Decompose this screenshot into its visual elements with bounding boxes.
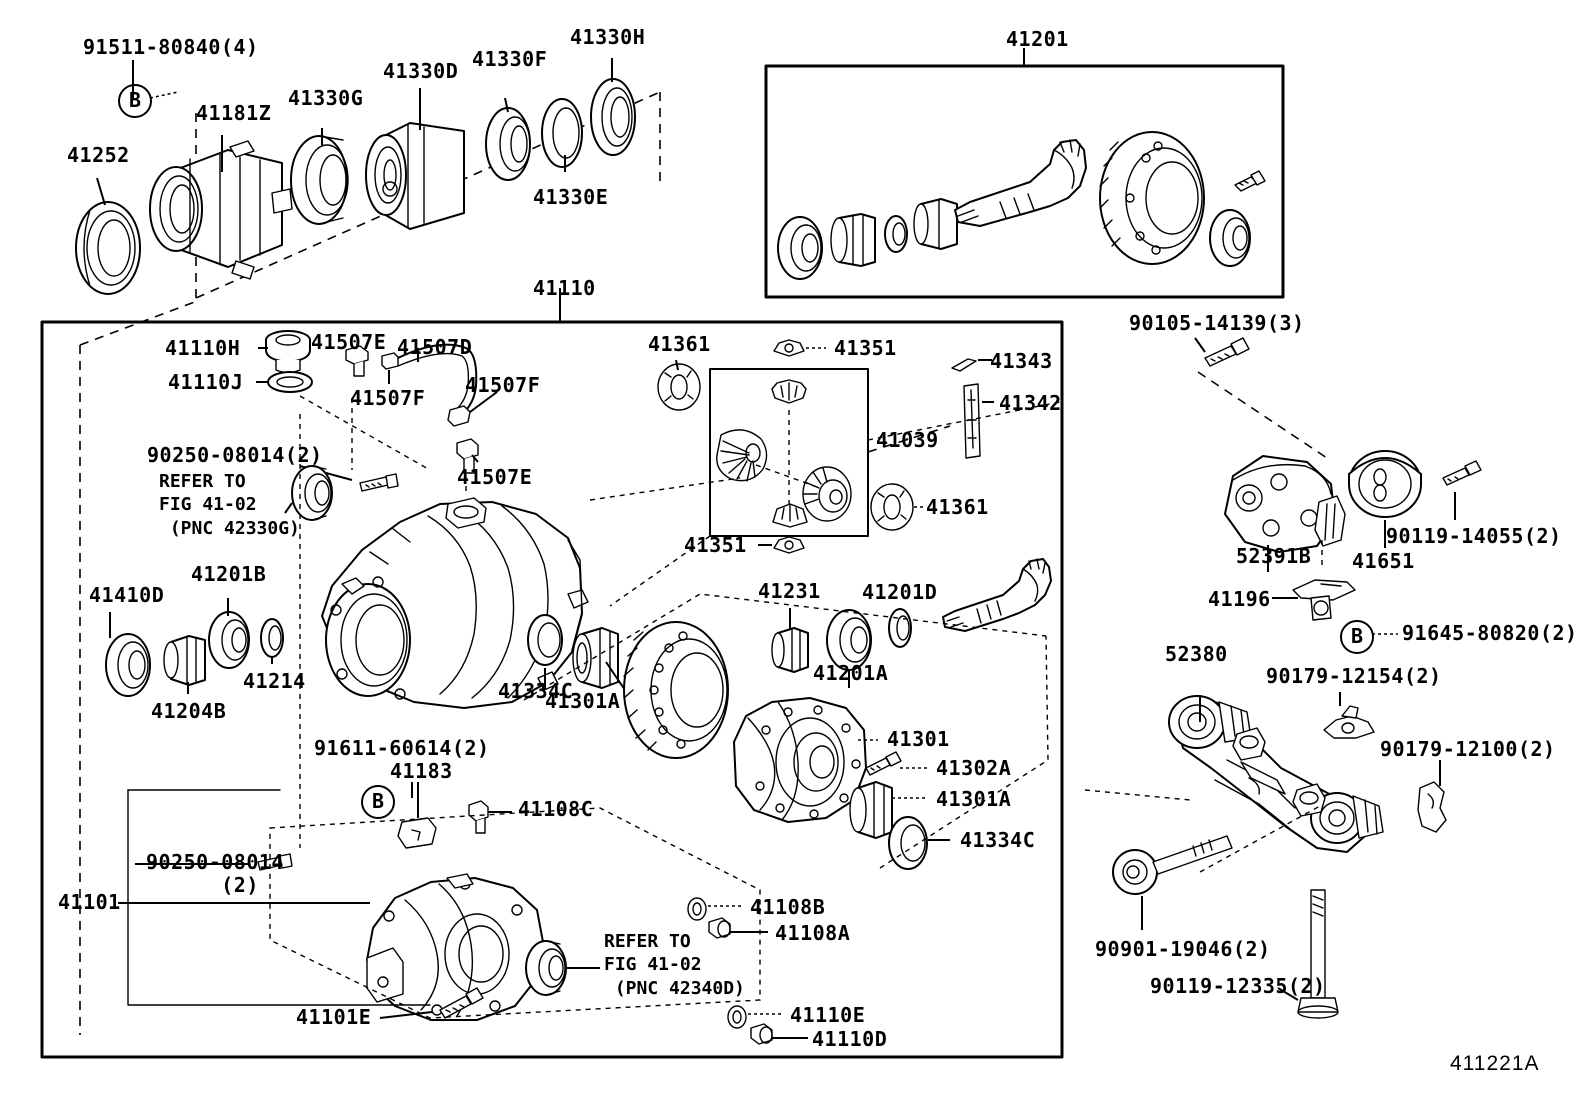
label-41330f: 41330F <box>472 47 548 71</box>
label-41110h: 41110H <box>165 336 241 360</box>
label-41201a: 41201A <box>813 661 889 685</box>
label-41108a: 41108A <box>775 921 851 945</box>
label-41110: 41110 <box>533 276 596 300</box>
label-90901-19046: 90901-19046(2) <box>1095 937 1271 961</box>
label-41231: 41231 <box>758 579 821 603</box>
label-90179-12100: 90179-12100(2) <box>1380 737 1556 761</box>
label-41183: 41183 <box>390 759 453 783</box>
label-41301: 41301 <box>887 727 950 751</box>
label-41507e-top: 41507E <box>311 330 387 354</box>
label-41214: 41214 <box>243 669 306 693</box>
label-41201d: 41201D <box>862 580 938 604</box>
marker-b-top: B <box>118 84 152 118</box>
label-41507f-2: 41507F <box>465 373 541 397</box>
label-41351-bottom: 41351 <box>684 533 747 557</box>
label-41101e: 41101E <box>296 1005 372 1029</box>
label-41330e: 41330E <box>533 185 609 209</box>
label-41330h: 41330H <box>570 25 646 49</box>
label-41108c: 41108C <box>518 797 594 821</box>
label-91645-80820: 91645-80820(2) <box>1402 621 1578 645</box>
label-41181z: 41181Z <box>196 101 272 125</box>
label-41108b: 41108B <box>750 895 826 919</box>
label-41334c-left: 41334C <box>498 679 574 703</box>
label-41361-top: 41361 <box>648 332 711 356</box>
label-41110e: 41110E <box>790 1003 866 1027</box>
marker-b-91645: B <box>1340 620 1374 654</box>
label-90250-08014-2: 90250-08014 (2) <box>146 850 284 897</box>
label-41330d: 41330D <box>383 59 459 83</box>
label-41201: 41201 <box>1006 27 1069 51</box>
label-90179-12154: 90179-12154(2) <box>1266 664 1442 688</box>
label-41410d: 41410D <box>89 583 165 607</box>
label-41252: 41252 <box>67 143 130 167</box>
label-41204b: 41204B <box>151 699 227 723</box>
label-91611-60614: 91611-60614(2) <box>314 736 490 760</box>
label-41507f: 41507F <box>350 386 426 410</box>
label-41334c-right: 41334C <box>960 828 1036 852</box>
refer-to-note-1: REFER TO FIG 41-02 (PNC 42330G) <box>159 471 300 539</box>
label-41351-top: 41351 <box>834 336 897 360</box>
label-41301a-right: 41301A <box>936 787 1012 811</box>
label-41302a: 41302A <box>936 756 1012 780</box>
label-41343: 41343 <box>990 349 1053 373</box>
label-41110d: 41110D <box>812 1027 888 1051</box>
label-41342: 41342 <box>999 391 1062 415</box>
label-90250-08014: 90250-08014(2) <box>147 443 323 467</box>
label-52380: 52380 <box>1165 642 1228 666</box>
label-41301a-left: 41301A <box>545 689 621 713</box>
label-41201b: 41201B <box>191 562 267 586</box>
label-41651: 41651 <box>1352 549 1415 573</box>
label-41507d: 41507D <box>397 335 473 359</box>
marker-b-91611: B <box>361 785 395 819</box>
refer-to-note-2: REFER TO FIG 41-02 (PNC 42340D) <box>604 931 745 999</box>
label-41330g: 41330G <box>288 86 364 110</box>
label-91511-80840: 91511-80840(4) <box>83 35 259 59</box>
label-41110j: 41110J <box>168 370 244 394</box>
label-90105-14139: 90105-14139(3) <box>1129 311 1305 335</box>
label-52391b: 52391B <box>1236 544 1312 568</box>
label-41507e-2: 41507E <box>457 465 533 489</box>
label-41039: 41039 <box>876 428 939 452</box>
label-41361-bottom: 41361 <box>926 495 989 519</box>
label-41196: 41196 <box>1208 587 1271 611</box>
diagram-id: 411221A <box>1450 1052 1540 1075</box>
label-90119-12335: 90119-12335(2) <box>1150 974 1326 998</box>
label-90119-14055: 90119-14055(2) <box>1386 524 1562 548</box>
label-41101: 41101 <box>58 890 121 914</box>
